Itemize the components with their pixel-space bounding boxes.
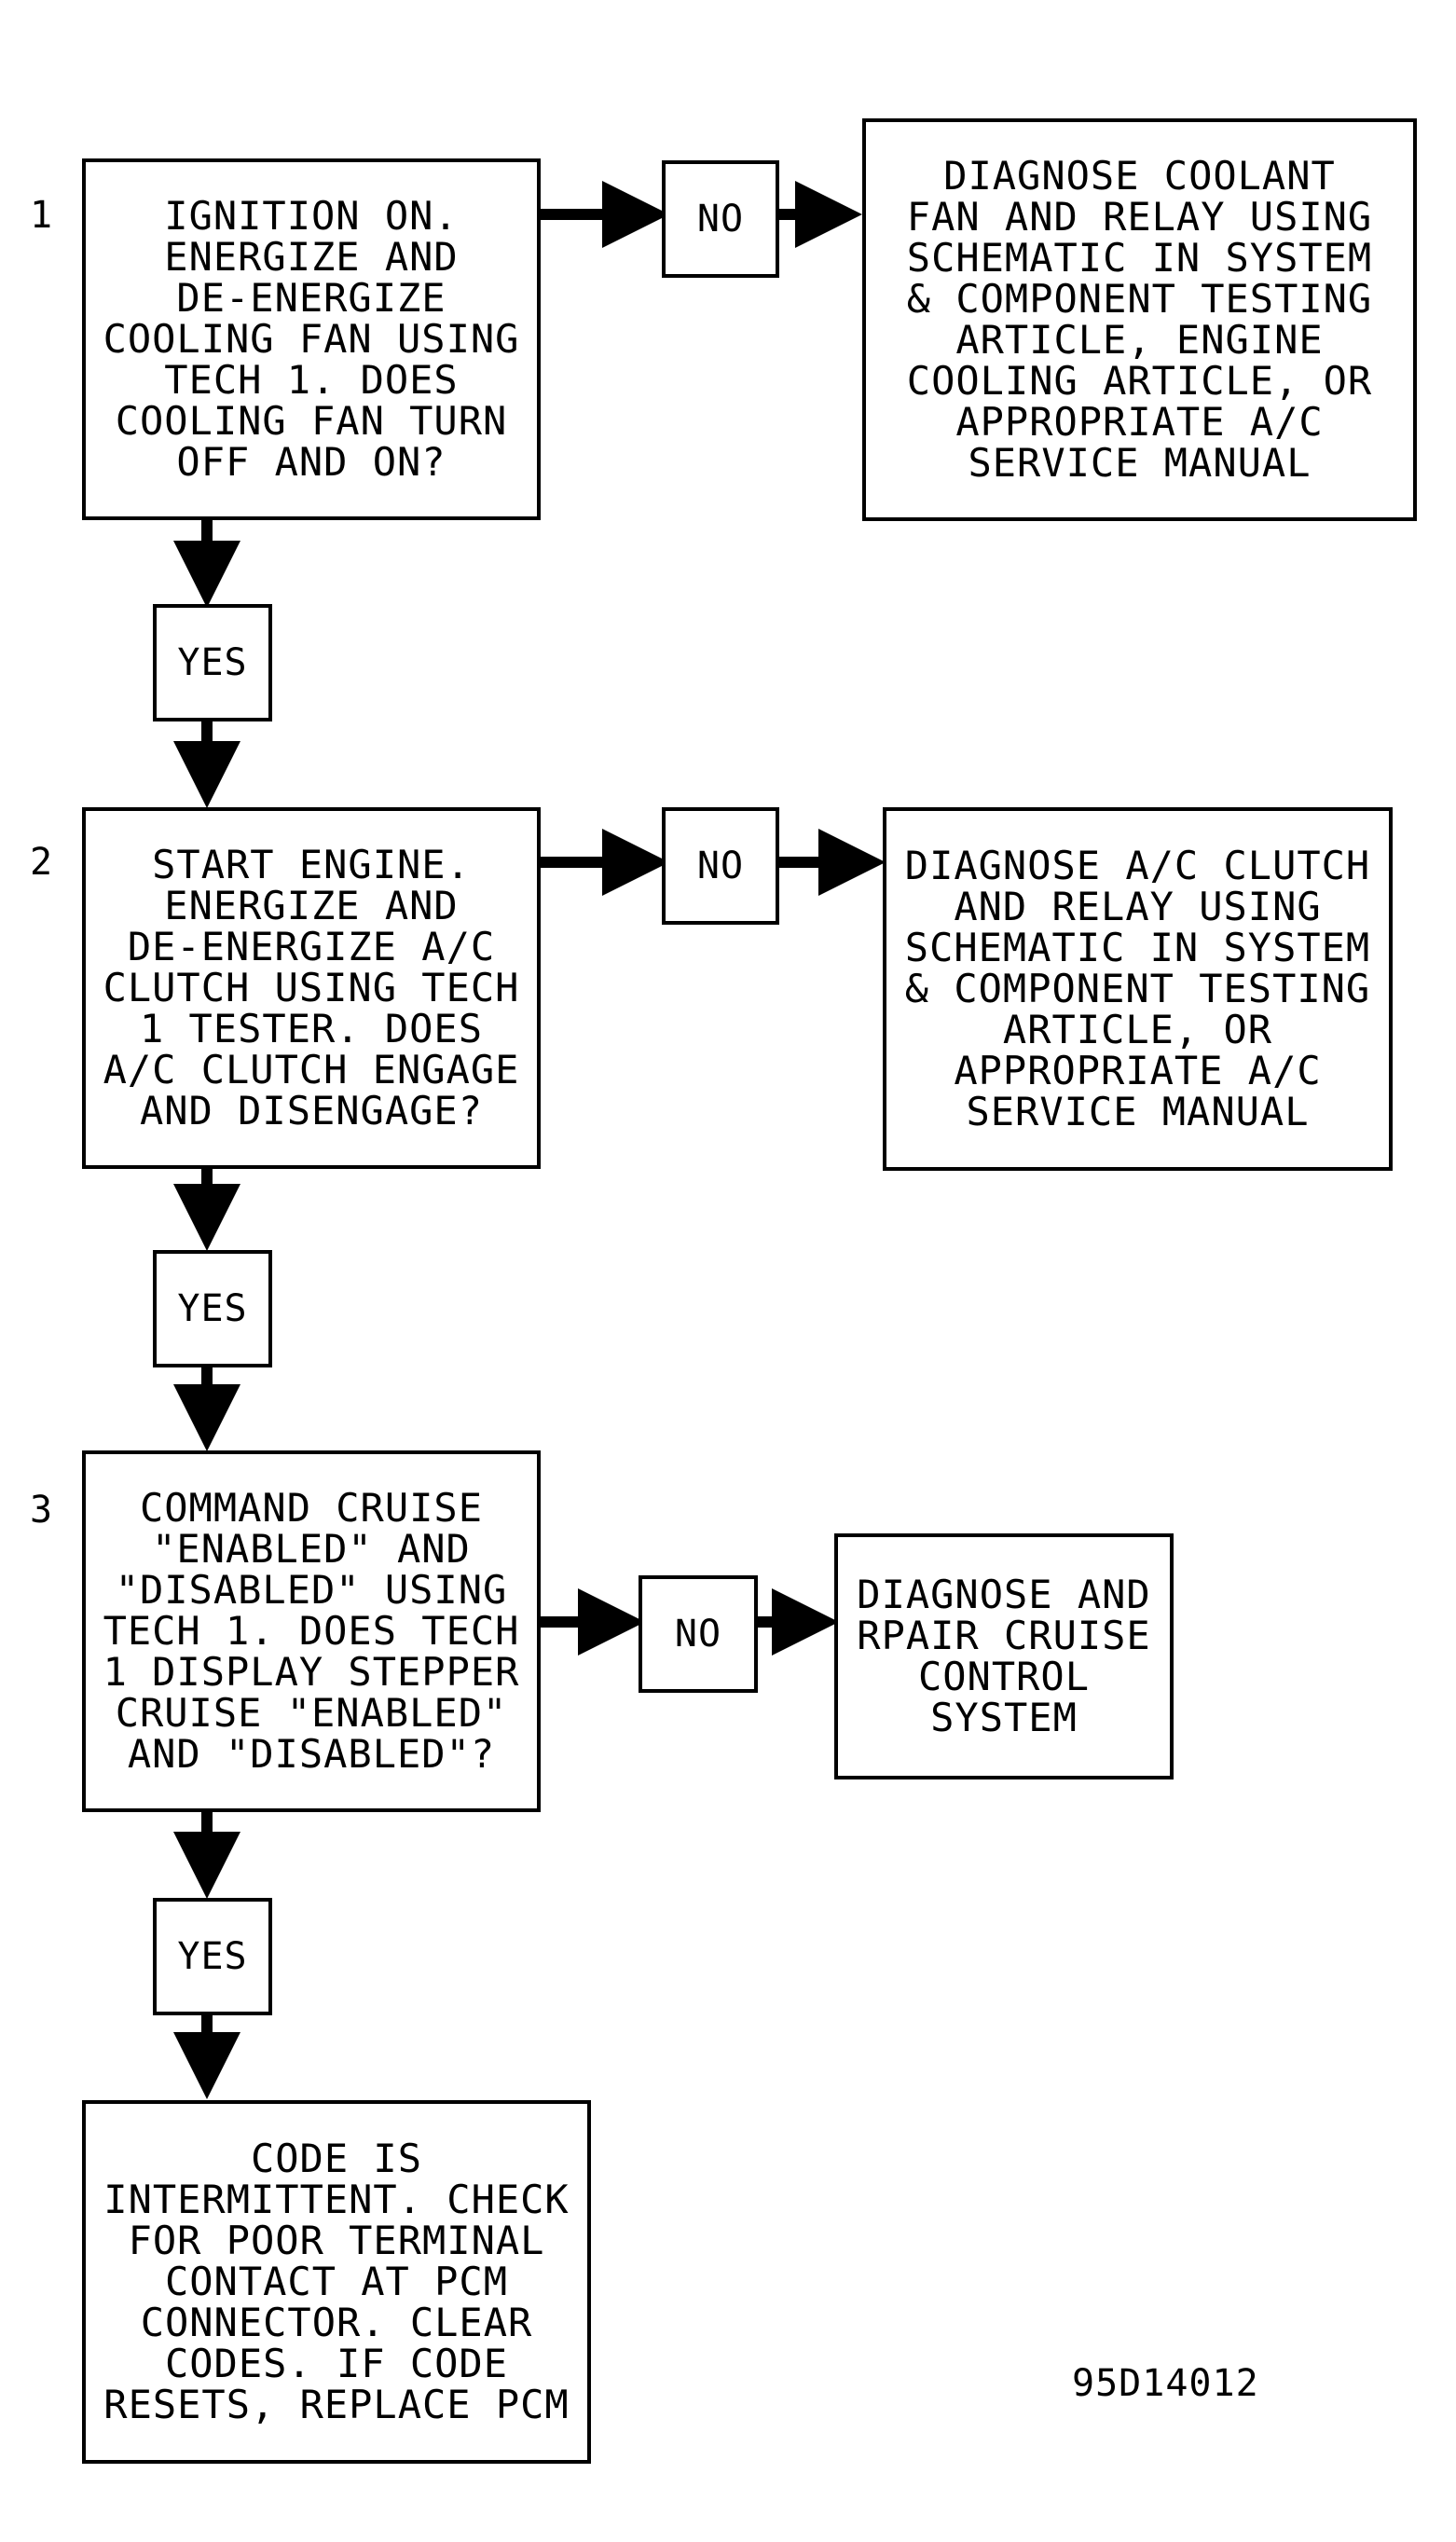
step-2-yes-label: YES [177, 1287, 248, 1330]
step-2-no-box: NO [662, 807, 779, 925]
step-number-2: 2 [30, 841, 53, 884]
step-1-yes-label: YES [177, 641, 248, 684]
step-2-action-line: SCHEMATIC IN SYSTEM [904, 925, 1371, 970]
final-action-line: INTERMITTENT. CHECK [103, 2177, 570, 2222]
step-1-no-action-box: DIAGNOSE COOLANT FAN AND RELAY USING SCH… [862, 118, 1417, 521]
step-2-action-line: DIAGNOSE A/C CLUTCH [904, 843, 1371, 888]
step-2-line: ENERGIZE AND [164, 883, 459, 928]
step-2-line: CLUTCH USING TECH [103, 965, 520, 1010]
step-number-3: 3 [30, 1489, 53, 1532]
step-2-action-line: ARTICLE, OR [1002, 1007, 1273, 1052]
step-1-line: OFF AND ON? [176, 439, 446, 485]
step-3-no-action-box: DIAGNOSE AND RPAIR CRUISE CONTROL SYSTEM [834, 1533, 1174, 1779]
step-3-action-line: DIAGNOSE AND [857, 1572, 1151, 1617]
final-action-line: CODE IS [250, 2136, 422, 2181]
step-3-no-label: NO [674, 1613, 722, 1656]
step-1-action-line: COOLING ARTICLE, OR [906, 358, 1373, 404]
figure-id: 95D14012 [1072, 2362, 1259, 2405]
step-2-no-action-text: DIAGNOSE A/C CLUTCH AND RELAY USING SCHE… [905, 845, 1370, 1133]
final-action-text: CODE IS INTERMITTENT. CHECK FOR POOR TER… [103, 2138, 569, 2425]
step-2-question-text: START ENGINE. ENERGIZE AND DE-ENERGIZE A… [103, 845, 520, 1132]
step-3-no-action-text: DIAGNOSE AND RPAIR CRUISE CONTROL SYSTEM [857, 1574, 1150, 1738]
step-3-yes-label: YES [177, 1935, 248, 1978]
final-action-line: RESETS, REPLACE PCM [103, 2382, 570, 2427]
step-1-no-box: NO [662, 160, 779, 278]
step-3-line: CRUISE "ENABLED" [115, 1690, 508, 1736]
step-2-action-line: SERVICE MANUAL [966, 1089, 1310, 1134]
step-1-action-line: FAN AND RELAY USING [906, 194, 1373, 240]
step-3-question-text: COMMAND CRUISE "ENABLED" AND "DISABLED" … [103, 1488, 520, 1775]
step-3-line: "DISABLED" USING [115, 1567, 508, 1613]
final-action-line: CODES. IF CODE [164, 2341, 508, 2386]
step-1-line: COOLING FAN TURN [115, 398, 508, 444]
step-3-yes-box: YES [153, 1898, 272, 2015]
step-3-action-line: SYSTEM [930, 1695, 1078, 1740]
step-1-no-label: NO [696, 198, 745, 240]
step-1-action-line: & COMPONENT TESTING [906, 276, 1373, 322]
step-1-line: ENERGIZE AND [164, 234, 459, 280]
step-1-action-line: DIAGNOSE COOLANT [943, 153, 1336, 199]
step-3-line: "ENABLED" AND [152, 1526, 471, 1572]
step-1-line: COOLING FAN USING [103, 316, 520, 362]
step-2-action-line: & COMPONENT TESTING [904, 966, 1371, 1011]
step-1-question-text: IGNITION ON. ENERGIZE AND DE-ENERGIZE CO… [103, 196, 520, 483]
step-3-action-line: RPAIR CRUISE [857, 1613, 1151, 1658]
step-number-1: 1 [30, 194, 53, 237]
step-3-no-box: NO [639, 1575, 758, 1693]
final-action-box: CODE IS INTERMITTENT. CHECK FOR POOR TER… [82, 2100, 591, 2464]
step-3-line: COMMAND CRUISE [139, 1485, 483, 1531]
step-3-question-box: COMMAND CRUISE "ENABLED" AND "DISABLED" … [82, 1450, 541, 1812]
final-action-line: FOR POOR TERMINAL [128, 2218, 545, 2263]
step-1-line: IGNITION ON. [164, 193, 459, 239]
step-1-action-line: SERVICE MANUAL [968, 440, 1312, 486]
step-3-line: AND "DISABLED"? [127, 1731, 496, 1777]
step-1-line: TECH 1. DOES [164, 357, 459, 403]
step-2-line: START ENGINE. [152, 842, 471, 887]
step-3-line: TECH 1. DOES TECH [103, 1608, 520, 1654]
step-2-action-line: APPROPRIATE A/C [954, 1048, 1322, 1093]
step-2-line: 1 TESTER. DOES [139, 1006, 483, 1051]
step-2-line: AND DISENGAGE? [139, 1088, 483, 1134]
step-1-action-line: ARTICLE, ENGINE [955, 317, 1324, 363]
step-1-action-line: APPROPRIATE A/C [955, 399, 1324, 445]
step-2-no-label: NO [696, 845, 745, 887]
final-action-line: CONTACT AT PCM [164, 2259, 508, 2304]
step-1-question-box: IGNITION ON. ENERGIZE AND DE-ENERGIZE CO… [82, 158, 541, 520]
step-3-line: 1 DISPLAY STEPPER [103, 1649, 520, 1695]
step-1-no-action-text: DIAGNOSE COOLANT FAN AND RELAY USING SCH… [907, 156, 1372, 484]
step-2-line: DE-ENERGIZE A/C [127, 924, 496, 969]
step-1-yes-box: YES [153, 604, 272, 721]
final-action-line: CONNECTOR. CLEAR [140, 2300, 533, 2345]
step-2-question-box: START ENGINE. ENERGIZE AND DE-ENERGIZE A… [82, 807, 541, 1169]
step-1-action-line: SCHEMATIC IN SYSTEM [906, 235, 1373, 281]
step-2-yes-box: YES [153, 1250, 272, 1367]
step-3-action-line: CONTROL [917, 1654, 1090, 1699]
step-1-line: DE-ENERGIZE [176, 275, 446, 321]
step-2-line: A/C CLUTCH ENGAGE [103, 1047, 520, 1092]
step-2-action-line: AND RELAY USING [954, 884, 1322, 929]
step-2-no-action-box: DIAGNOSE A/C CLUTCH AND RELAY USING SCHE… [883, 807, 1393, 1171]
